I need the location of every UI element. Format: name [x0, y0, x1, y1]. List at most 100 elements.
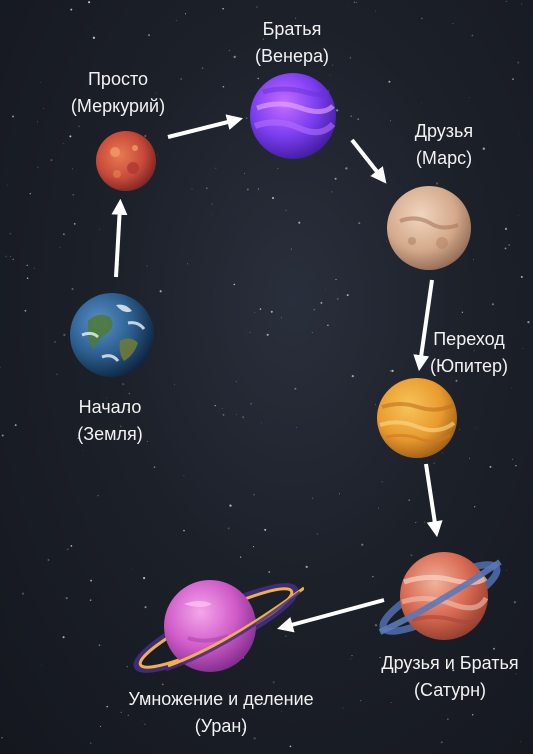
- star: [37, 166, 39, 168]
- star: [336, 109, 339, 112]
- star: [243, 728, 246, 731]
- star: [97, 495, 99, 497]
- star: [517, 214, 519, 216]
- star: [242, 416, 245, 419]
- star: [351, 655, 353, 657]
- star: [469, 457, 470, 459]
- star: [146, 700, 148, 703]
- star: [281, 710, 282, 712]
- star: [92, 36, 96, 39]
- star: [351, 374, 354, 378]
- label-saturn-line2: (Сатурн): [414, 680, 486, 700]
- uranus-planet-icon: [133, 580, 304, 673]
- star: [191, 188, 193, 190]
- star: [33, 267, 35, 269]
- star: [420, 102, 422, 104]
- star: [375, 10, 376, 12]
- star: [144, 606, 147, 609]
- star: [9, 232, 12, 235]
- star: [505, 0, 507, 2]
- star: [89, 599, 92, 602]
- label-mercury-line2: (Меркурий): [70, 96, 166, 116]
- star: [222, 85, 225, 88]
- star: [156, 752, 158, 754]
- star: [294, 387, 297, 390]
- label-mars-line1: Друзья: [414, 121, 474, 141]
- star: [29, 192, 32, 195]
- star: [519, 133, 520, 135]
- star: [452, 669, 455, 672]
- star: [5, 255, 8, 258]
- star: [240, 556, 242, 558]
- star: [349, 56, 352, 59]
- label-saturn: Друзья и Братья (Сатурн): [381, 650, 518, 704]
- star: [508, 244, 510, 246]
- star: [515, 673, 517, 675]
- star: [513, 601, 517, 604]
- star: [66, 548, 69, 551]
- star: [493, 647, 495, 650]
- star: [320, 301, 323, 304]
- label-venus-line1: Братья: [262, 19, 322, 39]
- star: [455, 379, 458, 382]
- star: [1, 736, 3, 739]
- star: [342, 707, 344, 709]
- label-venus: Братья (Венера): [255, 16, 329, 70]
- star: [59, 247, 61, 248]
- star: [82, 450, 84, 452]
- star: [433, 462, 435, 464]
- star: [511, 458, 514, 460]
- label-earth-line1: Начало: [78, 397, 142, 417]
- earth-planet-icon: [70, 293, 154, 377]
- star: [78, 125, 80, 127]
- star: [118, 263, 120, 265]
- star: [161, 683, 164, 686]
- star: [62, 142, 64, 144]
- star: [471, 34, 474, 37]
- star: [388, 80, 391, 83]
- label-mars: Друзья (Марс): [415, 118, 473, 172]
- star: [391, 369, 394, 373]
- star: [174, 384, 176, 386]
- star: [9, 255, 11, 257]
- star: [126, 665, 128, 668]
- star: [183, 475, 185, 476]
- star: [427, 310, 429, 312]
- star: [88, 1, 91, 4]
- label-mars-line2: (Марс): [415, 148, 473, 168]
- star: [375, 403, 376, 405]
- star: [361, 543, 364, 546]
- star: [141, 720, 143, 722]
- mars-planet-icon: [387, 186, 471, 270]
- star: [122, 382, 125, 386]
- star: [211, 213, 213, 215]
- label-saturn-line1: Друзья и Братья: [381, 653, 519, 673]
- star: [506, 569, 507, 571]
- star: [520, 275, 523, 278]
- star: [71, 287, 74, 291]
- star: [159, 290, 162, 293]
- star: [346, 294, 349, 297]
- star: [235, 381, 237, 383]
- star: [228, 50, 230, 52]
- star: [235, 413, 237, 415]
- star: [522, 347, 524, 349]
- star: [472, 714, 474, 716]
- star: [40, 82, 42, 84]
- star: [285, 635, 287, 637]
- star: [43, 108, 44, 109]
- star: [155, 92, 157, 94]
- star: [89, 27, 91, 29]
- star: [206, 187, 208, 189]
- label-uranus-line1: Умножение и деление: [128, 689, 314, 709]
- star: [127, 408, 130, 411]
- mercury-planet-icon: [96, 131, 156, 191]
- star: [423, 521, 425, 523]
- star: [271, 196, 275, 200]
- star: [515, 464, 517, 467]
- star: [277, 168, 279, 169]
- star: [73, 223, 76, 225]
- star: [40, 663, 42, 665]
- star: [474, 506, 476, 508]
- star: [527, 320, 530, 324]
